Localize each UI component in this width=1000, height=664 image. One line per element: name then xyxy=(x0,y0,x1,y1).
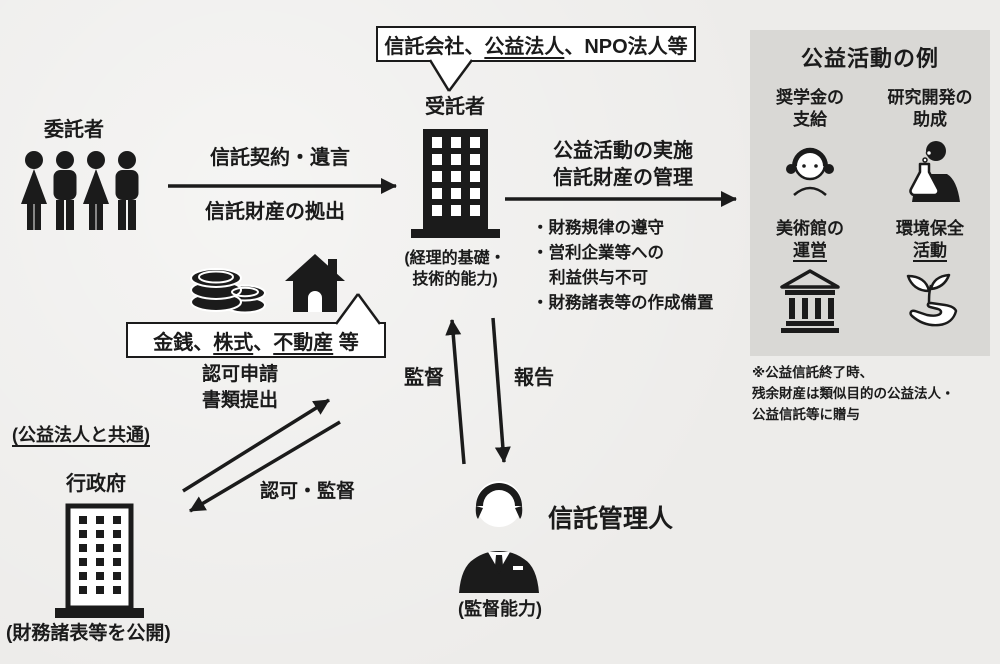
activities-line2: 信託財産の管理 xyxy=(553,167,693,189)
government-caption: (財務諸表等を公開) xyxy=(6,623,171,644)
note-line: 残余財産は類似目的の公益法人・ xyxy=(752,386,955,401)
panel-grid: 奨学金の 支給 研究開発の 助成 xyxy=(750,79,990,333)
example-environment: 環境保全 活動 xyxy=(870,218,990,333)
trustee-caption-line2: 技術的能力) xyxy=(412,271,498,288)
note-line: 公益信託等に贈与 xyxy=(752,407,860,422)
settlor-label: 委託者 xyxy=(44,119,104,141)
trustee-label: 受託者 xyxy=(425,96,485,118)
trust-contract-label: 信託契約・遺言 xyxy=(210,147,350,169)
hand-sprout-icon xyxy=(898,269,962,333)
asset-types-callout: 金銭、株式、不動産 等 xyxy=(126,322,386,358)
asset-text: 金銭、 xyxy=(153,331,214,354)
example-research: 研究開発の 助成 xyxy=(870,87,990,202)
trustee-caption-line1: (経理的基礎・ xyxy=(404,250,506,267)
house-icon xyxy=(284,252,346,314)
report-label: 報告 xyxy=(514,367,554,389)
example-label: 助成 xyxy=(913,110,947,129)
example-museum: 美術館の 運営 xyxy=(750,218,870,333)
example-label-underlined: 活動 xyxy=(913,241,947,260)
callout-text-underlined: 公益法人 xyxy=(484,35,565,58)
example-label-underlined: 運営 xyxy=(793,241,827,260)
duty-item: ・財務諸表等の作成備置 xyxy=(532,294,714,312)
public-activities-panel: 公益活動の例 奨学金の 支給 研究開発の 助成 xyxy=(750,30,990,356)
suit-person-icon xyxy=(452,468,547,593)
activities-line1: 公益活動の実施 xyxy=(553,140,693,162)
termination-note: ※公益信託終了時、 残余財産は類似目的の公益法人・ 公益信託等に贈与 xyxy=(752,362,955,425)
trustee-caption: (経理的基礎・ 技術的能力) xyxy=(385,248,525,290)
callout-text: 信託会社、 xyxy=(384,35,485,58)
government-label: 行政府 xyxy=(66,473,126,495)
application-labels: 認可申請 書類提出 xyxy=(182,362,298,414)
researcher-flask-icon xyxy=(898,138,962,202)
asset-text: 、 xyxy=(253,331,274,354)
government-building-icon xyxy=(52,500,147,622)
supervision-label: 監督 xyxy=(404,367,444,389)
student-girl-icon xyxy=(782,138,838,198)
office-building-icon xyxy=(408,124,503,242)
note-line: ※公益信託終了時、 xyxy=(752,365,874,380)
example-label: 研究開発の xyxy=(887,88,973,107)
trustee-duties-list: ・財務規律の遵守 ・営利企業等への 利益供与不可 ・財務諸表等の作成備置 xyxy=(532,216,714,316)
people-group-icon xyxy=(18,150,148,234)
duty-item: ・営利企業等への xyxy=(532,244,664,262)
arrow-report-down xyxy=(491,317,511,463)
example-label: 奨学金の xyxy=(776,88,844,107)
application-line1: 認可申請 xyxy=(201,364,278,385)
example-label: 美術館の xyxy=(776,219,844,238)
asset-text-underlined: 株式 xyxy=(213,331,254,354)
example-label: 支給 xyxy=(793,110,827,129)
callout-pointer-top xyxy=(428,59,474,92)
example-scholarship: 奨学金の 支給 xyxy=(750,87,870,202)
government-common-note: (公益法人と共通) xyxy=(12,425,150,445)
arrow-supervision-up xyxy=(445,319,466,465)
administrator-caption: (監督能力) xyxy=(458,599,542,619)
callout-text: 、NPO法人等 xyxy=(564,35,688,58)
panel-title: 公益活動の例 xyxy=(800,46,939,71)
asset-text: 等 xyxy=(333,331,359,354)
duty-item: ・財務規律の遵守 xyxy=(532,219,664,237)
administrator-label: 信託管理人 xyxy=(548,505,674,533)
activities-flow-labels: 公益活動の実施 信託財産の管理 xyxy=(518,138,728,192)
trust-asset-contribution-label: 信託財産の拠出 xyxy=(205,201,345,223)
application-line2: 書類提出 xyxy=(201,390,278,411)
trustee-type-callout: 信託会社、公益法人、NPO法人等 xyxy=(376,26,696,62)
coins-icon xyxy=(188,246,268,316)
museum-icon xyxy=(779,269,841,333)
approval-supervision-label: 認可・監督 xyxy=(260,481,356,502)
asset-text-underlined: 不動産 xyxy=(273,331,334,354)
duty-item: 利益供与不可 xyxy=(549,269,648,287)
example-label: 環境保全 xyxy=(896,219,964,238)
